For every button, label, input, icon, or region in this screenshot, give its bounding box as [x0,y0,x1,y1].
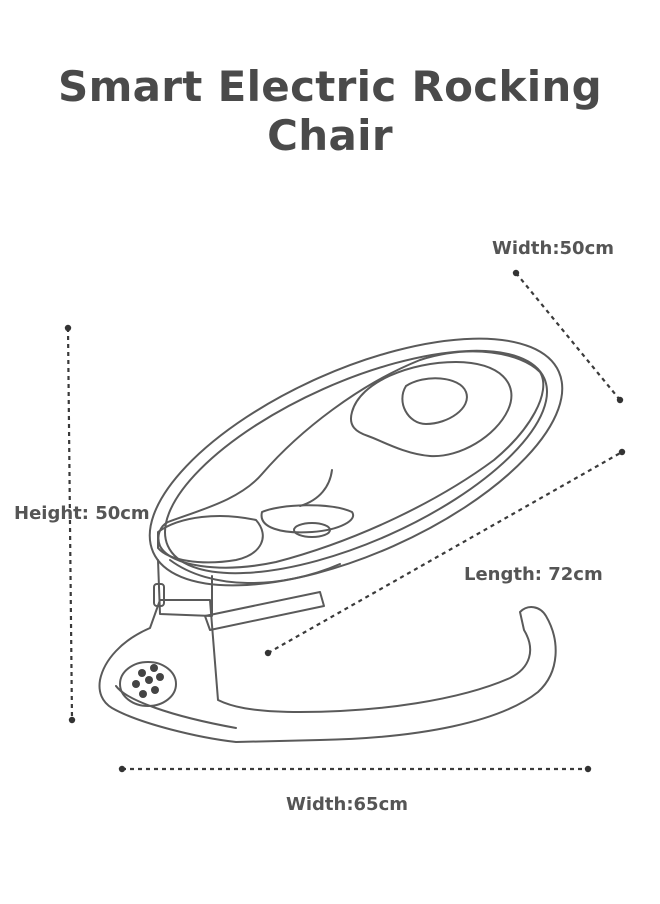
side-knob [153,583,165,607]
headrest-pillow [350,361,513,458]
width-top-dimension-line [515,272,621,401]
support-post [157,559,213,617]
height-label: Height: 50cm [14,503,150,524]
seat-fabric [157,350,545,569]
control-buttons [132,664,164,698]
width-bottom-label: Width:65cm [286,794,409,815]
chair-drawing [98,337,564,743]
seat-outer-ring [148,337,564,587]
headrest-inner [401,377,468,425]
seat-inner-ring [164,349,548,575]
length-label: Length: 72cm [464,564,603,585]
chair-base [98,599,557,743]
support-arm [204,591,325,631]
buckle-center [293,522,331,538]
seat-shell-bottom [169,559,341,584]
harness-strap [299,469,333,507]
height-dimension-line [66,327,74,721]
harness-buckle [260,504,355,534]
width-top-label: Width:50cm [492,238,615,259]
length-dimension-line [267,451,623,654]
dimension-endpoints [64,269,626,773]
page-title: Smart Electric Rocking Chair [58,62,602,160]
control-panel [119,661,177,707]
dimension-lines [66,272,623,771]
seat-front-cushion [157,515,264,564]
